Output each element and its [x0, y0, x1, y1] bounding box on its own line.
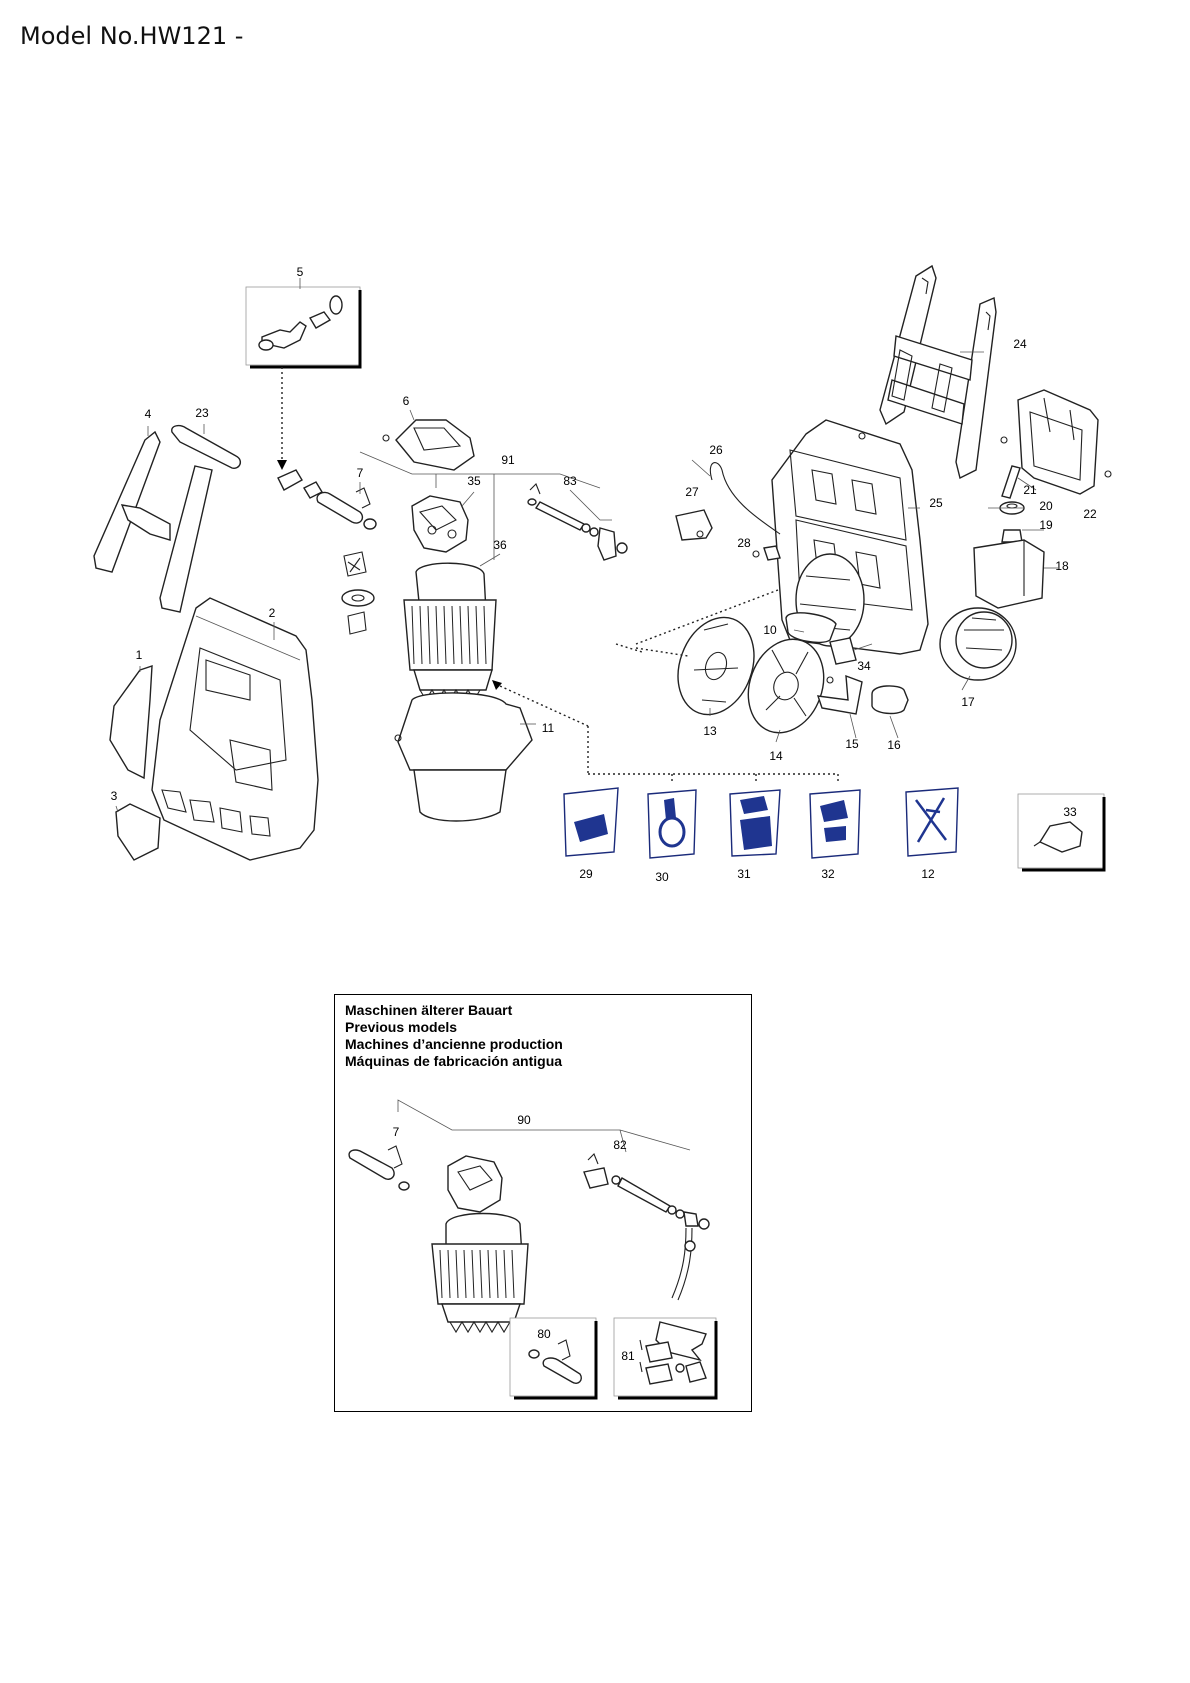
clip-part-28 — [752, 545, 781, 561]
callout-25: 25 — [929, 496, 943, 510]
housing-part-2 — [151, 597, 319, 861]
previous-models-drawing — [348, 1099, 718, 1400]
callout-80: 80 — [537, 1327, 551, 1341]
kit-bag-29 — [563, 787, 619, 857]
callout-91: 91 — [501, 453, 515, 467]
valve-assembly-part-83 — [527, 483, 628, 561]
knob-part-16 — [871, 685, 909, 715]
kit-bag-12 — [905, 787, 959, 857]
callout-3: 3 — [110, 789, 118, 803]
frame-part-25 — [771, 419, 929, 655]
side-panel-part-1 — [109, 665, 153, 780]
callout-14: 14 — [769, 749, 783, 763]
handle-grip-part-23 — [171, 424, 242, 469]
tank-holder-part-22 — [1000, 389, 1112, 495]
callout-1: 1 — [135, 648, 143, 662]
part-5-inset — [245, 286, 362, 369]
callout-21: 21 — [1023, 483, 1037, 497]
callout-12: 12 — [921, 867, 935, 881]
kit-bag-32 — [809, 789, 861, 859]
previous-models-heading-es: Máquinas de fabricación antigua — [345, 1053, 563, 1069]
callout-13: 13 — [703, 724, 717, 738]
callout-23: 23 — [195, 406, 209, 420]
callout-22: 22 — [1083, 507, 1097, 521]
callout-34: 34 — [857, 659, 871, 673]
callout-83: 83 — [563, 474, 577, 488]
kit-bag-31 — [729, 789, 781, 857]
callout-4: 4 — [144, 407, 152, 421]
previous-models-heading-en: Previous models — [345, 1019, 458, 1035]
callout-36: 36 — [493, 538, 507, 552]
callout-35: 35 — [467, 474, 481, 488]
callout-2: 2 — [268, 606, 276, 620]
callout-33: 33 — [1063, 805, 1077, 819]
callout-29: 29 — [579, 867, 593, 881]
callout-26: 26 — [709, 443, 723, 457]
part-34 — [829, 637, 857, 665]
crank-part-15 — [816, 674, 863, 715]
cover-part-6 — [382, 419, 475, 471]
callout-32: 32 — [821, 867, 835, 881]
callout-10: 10 — [763, 623, 777, 637]
hose-part-21 — [1001, 465, 1021, 499]
pump-head-part-35 — [411, 495, 469, 553]
hose-coupling — [277, 469, 323, 499]
previous-models-heading-fr: Machines d’ancienne production — [345, 1036, 563, 1052]
callout-11: 11 — [541, 721, 555, 735]
callout-31: 31 — [737, 867, 751, 881]
callout-82: 82 — [613, 1138, 627, 1152]
part-33-inset — [1017, 793, 1106, 872]
callout-16: 16 — [887, 738, 901, 752]
tank-part-18 — [973, 539, 1045, 609]
handle-frame-part-24 — [879, 264, 997, 480]
seal-kit-parts — [341, 551, 375, 635]
kit-bag-30 — [647, 789, 697, 859]
callout-90: 90 — [517, 1113, 531, 1127]
callout-17: 17 — [961, 695, 975, 709]
connector-part-7 — [316, 487, 377, 530]
callout-24: 24 — [1013, 337, 1027, 351]
callout-28: 28 — [737, 536, 751, 550]
callout-15: 15 — [845, 737, 859, 751]
part-10 — [785, 612, 837, 644]
callout-20: 20 — [1039, 499, 1053, 513]
cover-part-3 — [115, 803, 161, 861]
motor-part-36 — [403, 562, 497, 702]
motor-housing-part-11 — [394, 692, 533, 822]
callout-prev-7: 7 — [392, 1125, 400, 1139]
hook-part-27 — [675, 509, 713, 541]
callout-27: 27 — [685, 485, 699, 499]
callout-7: 7 — [356, 466, 364, 480]
callout-18: 18 — [1055, 559, 1069, 573]
reel-part-13 — [677, 616, 755, 716]
handle-frame-part-4 — [93, 430, 213, 613]
previous-models-panel — [334, 994, 752, 1412]
previous-models-heading-de: Maschinen älterer Bauart — [345, 1002, 513, 1018]
callout-6: 6 — [402, 394, 410, 408]
callout-19: 19 — [1039, 518, 1053, 532]
wheel-part-17 — [939, 607, 1017, 681]
callout-30: 30 — [655, 870, 669, 884]
callout-81: 81 — [621, 1349, 635, 1363]
callout-5: 5 — [296, 265, 304, 279]
page-title: Model No.HW121 - — [20, 22, 244, 50]
hose-part-26 — [709, 462, 781, 535]
